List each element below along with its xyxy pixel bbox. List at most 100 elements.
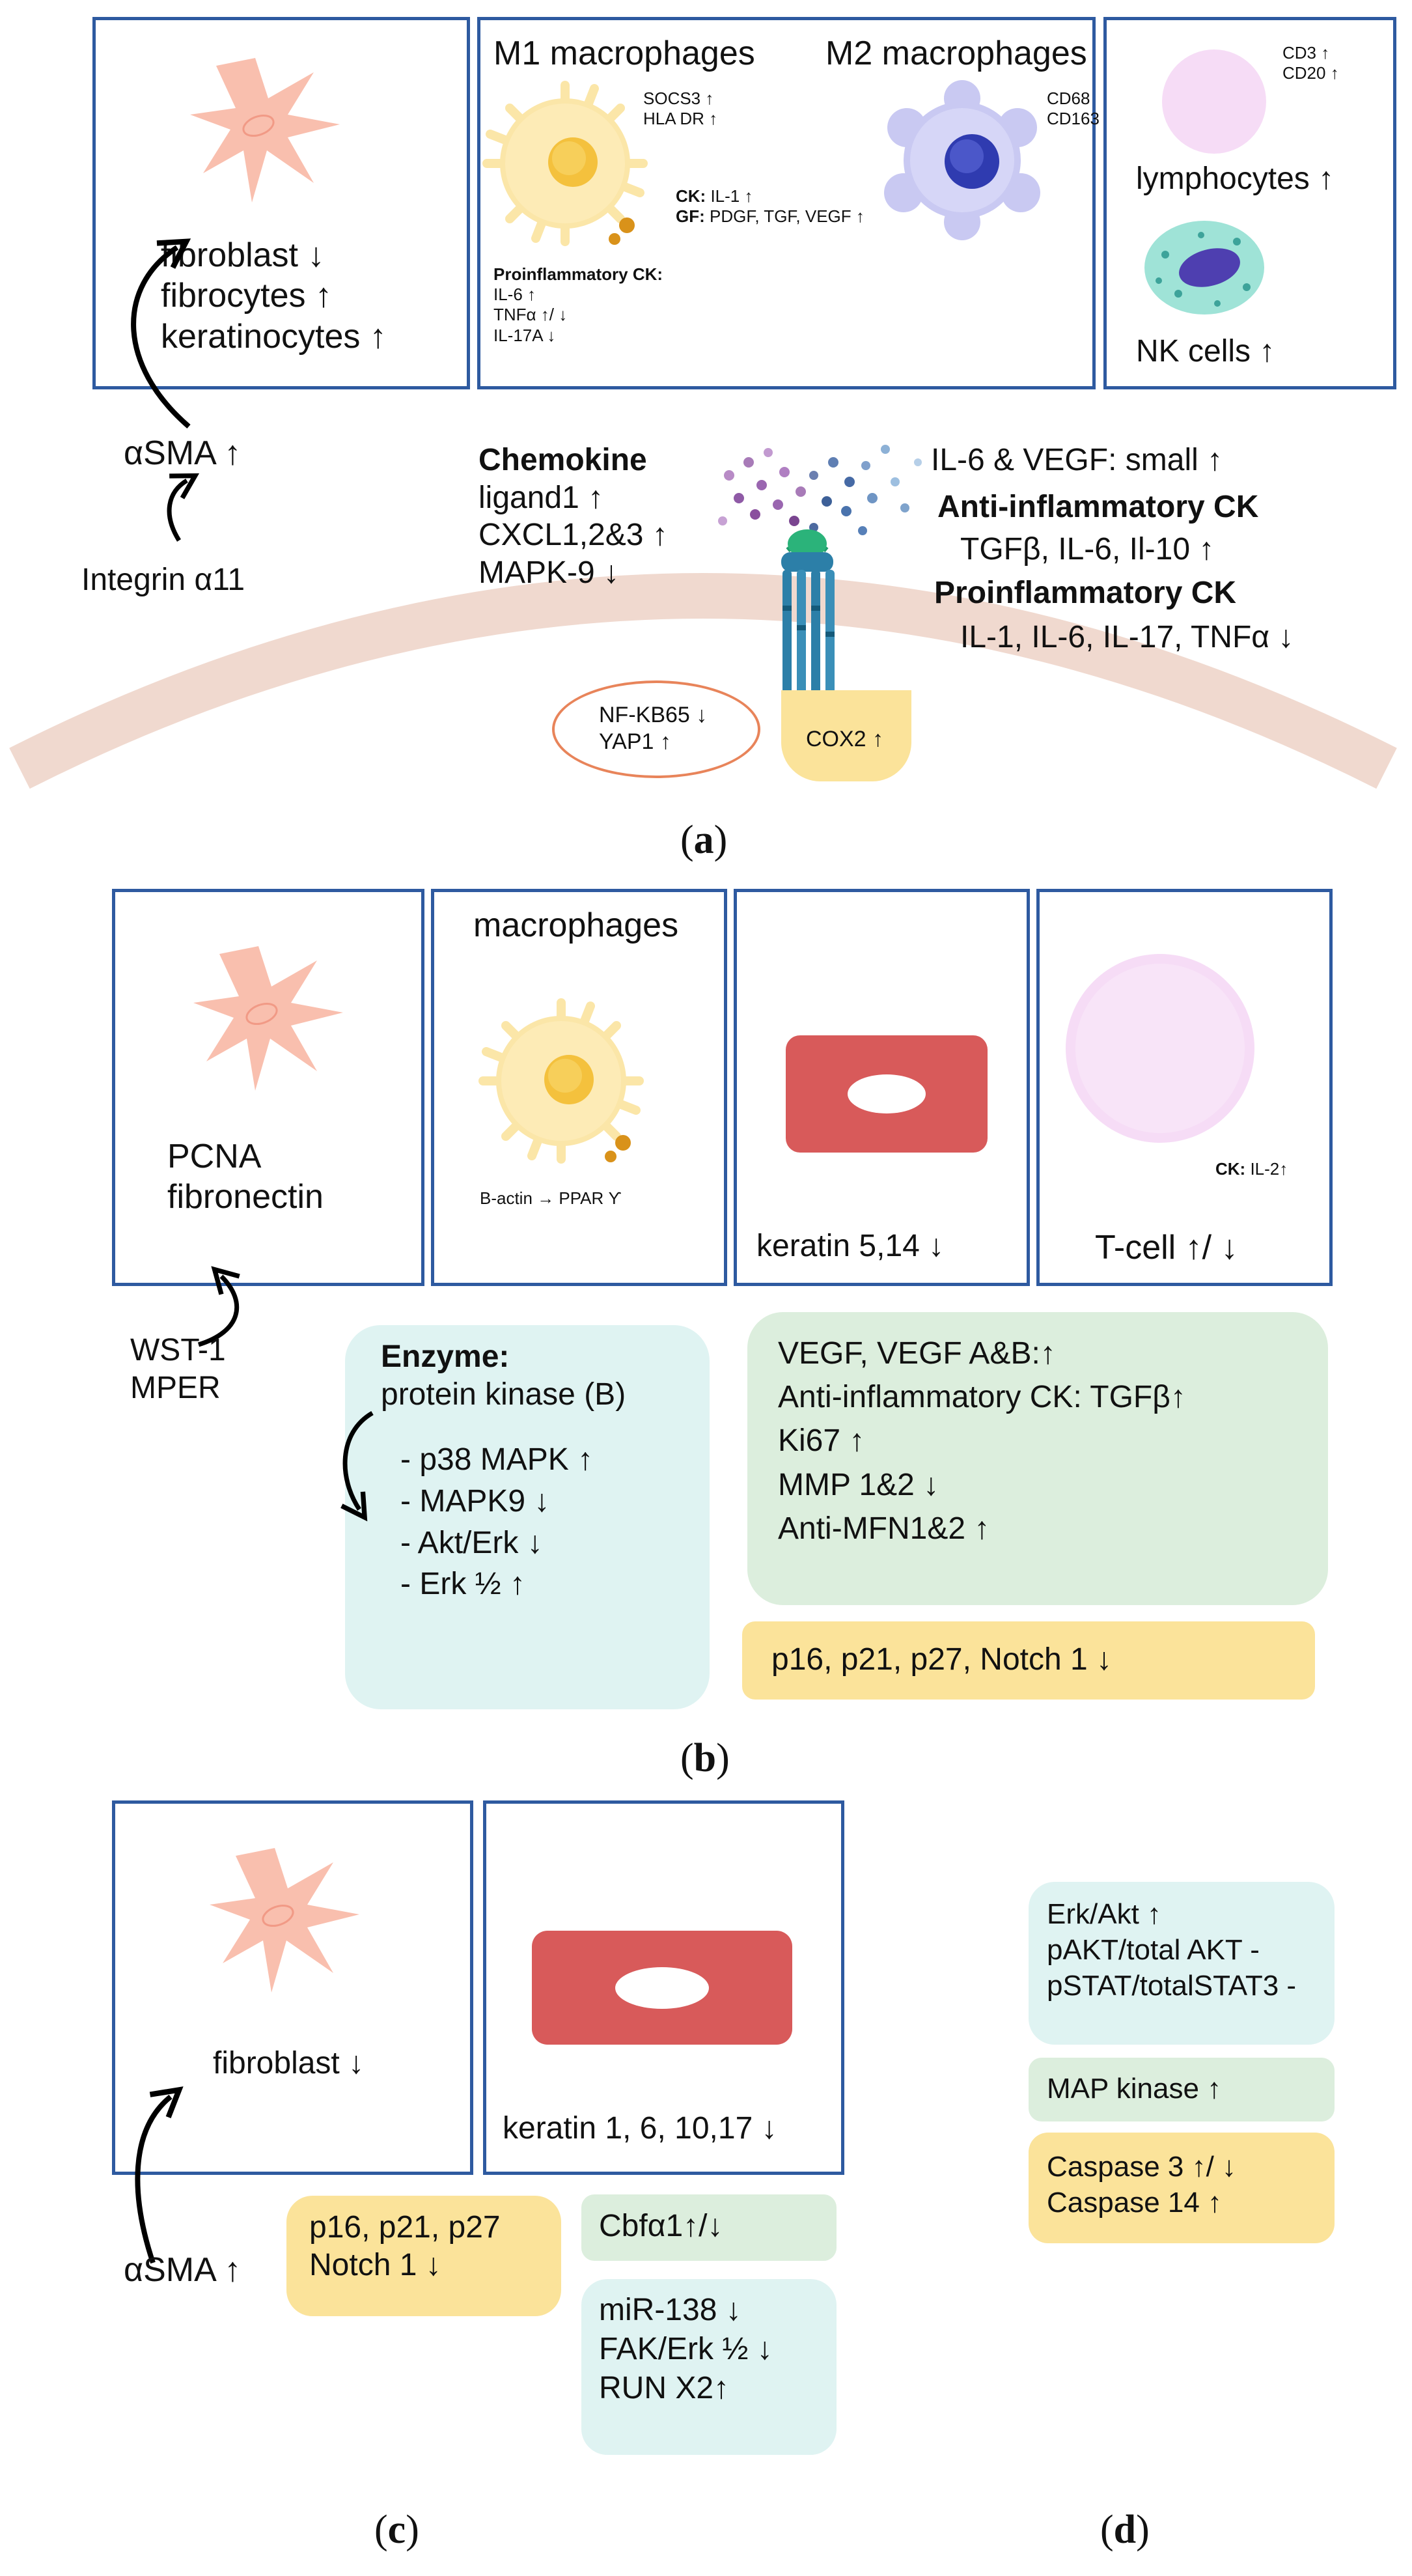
cbfa1-box (581, 2194, 837, 2261)
cd20-label: CD20 ↑ (1282, 63, 1339, 83)
ck-value: IL-1 ↑ (706, 186, 753, 206)
caption-d-close: ) (1136, 2508, 1150, 2552)
pcna-label: PCNA (167, 1138, 262, 1175)
caption-c: c (387, 2508, 406, 2552)
caption-d: d (1113, 2508, 1137, 2552)
il6-label: IL-6 ↑ (493, 285, 536, 305)
p16-box-b (742, 1621, 1315, 1700)
cd163-label: CD163 ↑ (1047, 109, 1113, 129)
receptor-icon (718, 445, 922, 700)
curved-arrow-asma (131, 238, 200, 542)
nk-cells-label: NK cells ↑ (1136, 334, 1275, 369)
lymphocyte-panel-a: CD3 ↑ CD20 ↑ lymphocytes ↑ NK cells ↑ (1103, 17, 1396, 389)
keratin-label-b: keratin 5,14 ↓ (756, 1229, 945, 1263)
notch-label-c: Notch 1 ↓ (309, 2247, 441, 2282)
enzyme-box (345, 1325, 710, 1709)
caption-a-close: ) (713, 818, 728, 862)
proinflam-title: Proinflammatory CK: (493, 264, 663, 284)
asma-label-c: αSMA ↑ (124, 2251, 242, 2289)
asma-label-a: αSMA ↑ (124, 434, 242, 472)
green-item: VEGF, VEGF A&B:↑ (778, 1336, 1056, 1371)
hladr-label: HLA DR ↑ (643, 109, 718, 129)
p16-label-b: p16, p21, p27, Notch 1 ↓ (771, 1642, 1113, 1677)
p16-box-c (286, 2196, 561, 2316)
ligand1-label: ligand1 ↑ (478, 480, 604, 515)
caption-c-open: ( (374, 2508, 388, 2552)
socs3-label: SOCS3 ↑ (643, 89, 714, 108)
map-kinase-label: MAP kinase ↑ (1047, 2073, 1222, 2105)
map-kinase-box (1029, 2058, 1335, 2121)
il2-label: IL-2↑ (1245, 1159, 1288, 1179)
caption-a: a (693, 818, 714, 862)
keratinocytes-label: keratinocytes ↑ (161, 317, 387, 356)
lymphocytes-label: lymphocytes ↑ (1136, 161, 1335, 196)
antiinflam-items: TGFβ, IL-6, Il-10 ↑ (960, 532, 1215, 567)
green-item: Anti-inflammatory CK: TGFβ↑ (778, 1380, 1186, 1415)
caption-c-close: ) (406, 2508, 419, 2552)
p16-label-c: p16, p21, p27 (309, 2210, 501, 2245)
arrow-asma-c (135, 2086, 184, 2264)
caption-d-open: ( (1100, 2508, 1114, 2552)
erk-akt-box (1029, 1882, 1335, 2045)
lymphocyte-icon (1162, 49, 1266, 154)
growth-factor-box (747, 1312, 1328, 1605)
pakt-label: pAKT/total AKT - (1047, 1934, 1260, 1966)
nfkb-ellipse (552, 680, 760, 778)
macrophage-panel-a: M1 macrophages M2 macrophages SOCS3 ↑ HL… (477, 17, 1113, 389)
integrin-label: Integrin α11 (81, 563, 245, 597)
cbfa1-label: Cbfα1↑/↓ (599, 2209, 723, 2243)
il6-vegf-label: IL-6 & VEGF: small ↑ (931, 443, 1223, 477)
caspase3-label: Caspase 3 ↑/ ↓ (1047, 2151, 1237, 2183)
keratinocyte-icon (786, 1035, 988, 1153)
m2-macrophage-icon (884, 80, 1040, 240)
fak-erk-label: FAK/Erk ½ ↓ (599, 2332, 773, 2366)
bactin-label: B-actin → PPAR ϒ (480, 1188, 622, 1208)
caption-b-close: ) (716, 1736, 730, 1780)
tcell-panel-b: CK: IL-2↑ T-cell ↑/ ↓ (1036, 889, 1333, 1286)
caption-a-open: ( (680, 818, 694, 862)
caption-b: b (693, 1736, 717, 1780)
mir138-label: miR-138 ↓ (599, 2293, 741, 2327)
mir138-box (581, 2279, 837, 2455)
nk-cell-icon (1144, 221, 1264, 315)
green-item: Ki67 ↑ (778, 1423, 865, 1459)
fibrocytes-label: fibrocytes ↑ (161, 277, 332, 315)
cox2-box (781, 690, 911, 781)
green-item: MMP 1&2 ↓ (778, 1467, 939, 1502)
green-item: Anti-MFN1&2 ↑ (778, 1511, 990, 1546)
nfkb-label: NF-KB65 ↓ (599, 703, 708, 727)
pstat-label: pSTAT/totalSTAT3 - (1047, 1970, 1297, 2002)
cd3-label: CD3 ↑ (1282, 43, 1330, 63)
keratin-label-c: keratin 1, 6, 10,17 ↓ (503, 2111, 777, 2146)
fibroblast-panel-b: PCNA fibronectin (112, 889, 424, 1286)
gf-label: GF: (676, 206, 705, 227)
runx2-label: RUN X2↑ (599, 2371, 730, 2405)
cxcl-label: CXCL1,2&3 ↑ (478, 518, 668, 553)
erk-akt-label: Erk/Akt ↑ (1047, 1898, 1162, 1930)
arrow-wst (197, 1266, 240, 1347)
keratinocyte-panel-b: keratin 5,14 ↓ (734, 889, 1030, 1286)
fibroblast-panel-a: fibroblast ↓ fibrocytes ↑ keratinocytes … (92, 17, 470, 389)
tnfa-label: TNFα ↑/ ↓ (493, 305, 568, 325)
keratinocyte-icon-c (532, 1931, 792, 2045)
tcell-icon (1066, 954, 1254, 1143)
cell-membrane (9, 573, 1397, 789)
cox2-label: COX2 ↑ (806, 727, 884, 751)
enzyme-arrow (340, 1410, 374, 1522)
mapk9-label: MAPK-9 ↓ (478, 555, 620, 590)
enzyme-item: - Akt/Erk ↓ (400, 1525, 543, 1560)
macrophage-icon-b (483, 1003, 646, 1166)
il17a-label: IL-17A ↓ (493, 325, 556, 345)
yap1-label: YAP1 ↑ (599, 729, 671, 754)
caspase-box (1029, 2133, 1335, 2243)
tcell-label: T-cell ↑/ ↓ (1095, 1229, 1238, 1267)
m2-title: M2 macrophages (825, 35, 1087, 72)
caption-b-open: ( (680, 1736, 694, 1780)
proinflam-ck-items: IL-1, IL-6, IL-17, TNFα ↓ (960, 620, 1294, 654)
fibroblast-label-c: fibroblast ↓ (213, 2046, 365, 2080)
proinflam-ck-title: Proinflammatory CK (934, 576, 1237, 610)
m1-macrophage-icon (487, 85, 643, 248)
m1-title: M1 macrophages (493, 35, 755, 72)
caspase14-label: Caspase 14 ↑ (1047, 2187, 1223, 2219)
macrophages-title: macrophages (473, 906, 679, 944)
